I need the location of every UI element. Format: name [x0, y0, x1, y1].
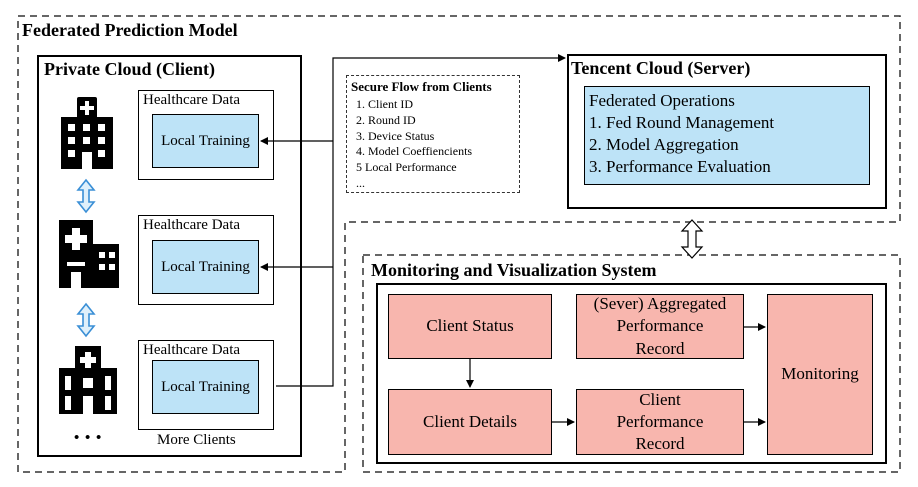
bidirectional-arrow-icon	[76, 302, 96, 338]
local-training-3: Local Training	[152, 360, 259, 414]
medical-clinic-icon	[59, 220, 119, 288]
client-performance-record-box: Client Performance Record	[576, 389, 744, 455]
client-status-box: Client Status	[388, 294, 552, 359]
secure-flow-item: ...	[356, 175, 365, 190]
aggregated-performance-record-box: (Sever) Aggregated Performance Record	[576, 294, 744, 359]
more-clients-ellipsis: • • •	[74, 430, 103, 446]
client-node-2	[138, 215, 274, 305]
healthcare-data-label-1: Healthcare Data	[143, 92, 241, 108]
secure-flow-item: 4. Model Coeffiencients	[356, 144, 473, 159]
federated-operations-panel: Federated Operations 1. Fed Round Manage…	[584, 86, 870, 185]
secure-flow-item: 1. Client ID	[356, 97, 413, 111]
outer-title: Federated Prediction Model	[22, 20, 238, 40]
local-training-1: Local Training	[152, 114, 259, 168]
healthcare-data-label-3: Healthcare Data	[143, 342, 241, 358]
client-details-box: Client Details	[388, 389, 552, 455]
secure-flow-item: 5 Local Performance	[356, 160, 457, 175]
server-title: Tencent Cloud (Server)	[571, 58, 751, 78]
federated-operation-item: 2. Model Aggregation	[589, 135, 739, 154]
hospital-building-icon	[61, 97, 113, 169]
secure-flow-item: 3. Device Status	[356, 128, 435, 143]
federated-operation-item: 1. Fed Round Management	[589, 113, 775, 132]
hospital-tower-icon	[59, 346, 117, 414]
bidirectional-arrow-icon	[76, 178, 96, 214]
server-box	[567, 54, 887, 209]
client-node-1	[138, 90, 274, 180]
secure-flow-title: Secure Flow from Clients	[351, 79, 492, 94]
more-clients-label: More Clients	[157, 432, 236, 448]
healthcare-data-label-2: Healthcare Data	[143, 217, 241, 233]
monitoring-box: Monitoring	[767, 294, 873, 455]
federated-operation-item: 3. Performance Evaluation	[589, 157, 771, 176]
private-cloud-title: Private Cloud (Client)	[44, 59, 215, 79]
federated-operations-title: Federated Operations	[589, 91, 735, 110]
client-node-3	[138, 340, 274, 430]
secure-flow-item: 2. Round ID	[356, 112, 416, 127]
secure-flow-list: 1. Client ID 2. Round ID 3. Device Statu…	[356, 97, 472, 192]
monitoring-system-title: Monitoring and Visualization System	[371, 260, 657, 280]
local-training-2: Local Training	[152, 240, 259, 294]
